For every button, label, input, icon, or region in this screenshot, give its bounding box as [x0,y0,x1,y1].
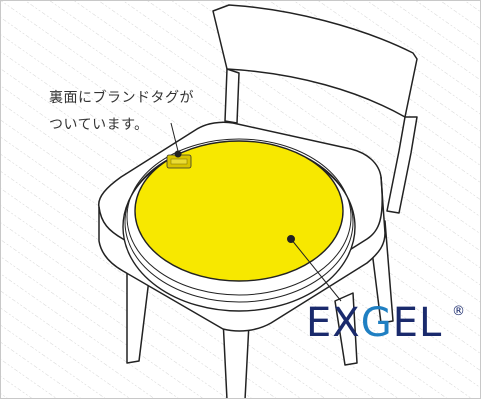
chair-back [212,4,418,214]
brand-tag [166,154,192,169]
leader-lines [170,122,342,302]
brand-text-ex: EX [306,300,361,346]
brand-logo: EXGEL ® [306,301,476,345]
tag-caption: 裏面にブランドタグが ついています。 [49,85,239,139]
brand-text-el: EL [392,300,443,346]
brand-text-g: G [360,300,393,346]
caption-line-2: ついています。 [49,117,149,133]
cushion [134,140,344,282]
caption-line-1: 裏面にブランドタグが [49,90,194,106]
registered-mark: ® [452,304,465,319]
